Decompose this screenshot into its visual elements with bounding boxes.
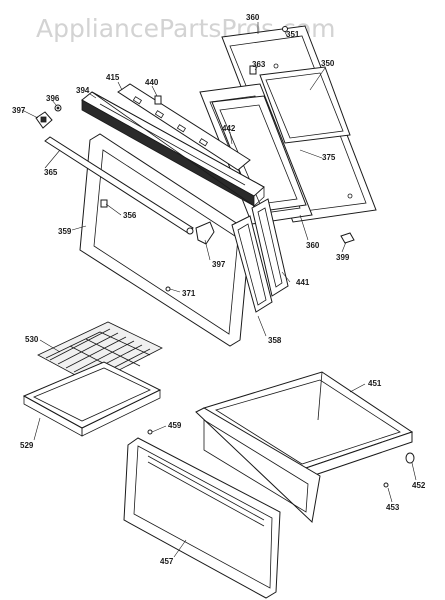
part-label-397: 397: [212, 260, 226, 269]
part-labels: 350 360 351 363 375 360 399 415 440 394 …: [12, 13, 426, 566]
part-label-394: 394: [76, 86, 90, 95]
part-label-360-top: 360: [246, 13, 260, 22]
part-label-452: 452: [412, 481, 426, 490]
drawer-screw-459: [147, 429, 153, 435]
part-label-529: 529: [20, 441, 34, 450]
part-label-442: 442: [222, 124, 236, 133]
part-label-351: 351: [286, 30, 300, 39]
drawer-screw-453: [383, 482, 389, 488]
part-label-356: 356: [123, 211, 137, 220]
latch-363: [249, 65, 257, 75]
hinge-block-397: [35, 111, 53, 129]
part-label-358: 358: [268, 336, 282, 345]
part-label-441: 441: [296, 278, 310, 287]
broiler-pan: [22, 361, 162, 437]
door-gasket: [251, 198, 289, 297]
part-label-457: 457: [160, 557, 174, 566]
hinge-screw-396: [54, 104, 62, 112]
part-label-360: 360: [306, 241, 320, 250]
drawer-roller-452: [405, 452, 415, 464]
part-label-375: 375: [322, 153, 336, 162]
part-label-453: 453: [386, 503, 400, 512]
part-label-363: 363: [252, 60, 266, 69]
part-label-359: 359: [58, 227, 72, 236]
fastener-351: [282, 26, 288, 32]
door-liner: [231, 215, 273, 313]
drawer-inner-front: [195, 407, 321, 524]
screw-371: [165, 286, 171, 292]
leader-lines: [21, 22, 417, 558]
vent-trim-panel: [81, 91, 265, 207]
outer-door-panel: [221, 25, 377, 223]
part-label-350: 350: [321, 59, 335, 68]
part-label-399: 399: [336, 253, 350, 262]
door-stop-397: [195, 221, 215, 245]
part-label-530: 530: [25, 335, 39, 344]
part-label-415: 415: [106, 73, 120, 82]
part-label-397-top: 397: [12, 106, 26, 115]
clip-356: [100, 199, 108, 208]
drawer-body: [202, 371, 414, 481]
part-label-451: 451: [368, 379, 382, 388]
part-label-365: 365: [44, 168, 58, 177]
part-label-440: 440: [145, 78, 159, 87]
part-label-371: 371: [182, 289, 196, 298]
part-label-396: 396: [46, 94, 60, 103]
clip-440: [154, 95, 162, 105]
part-label-459: 459: [168, 421, 182, 430]
bumper-399: [340, 232, 355, 244]
drawer-front-panel: [123, 437, 281, 599]
slotted-bracket: [117, 83, 251, 171]
hinge-rod: [44, 136, 194, 235]
